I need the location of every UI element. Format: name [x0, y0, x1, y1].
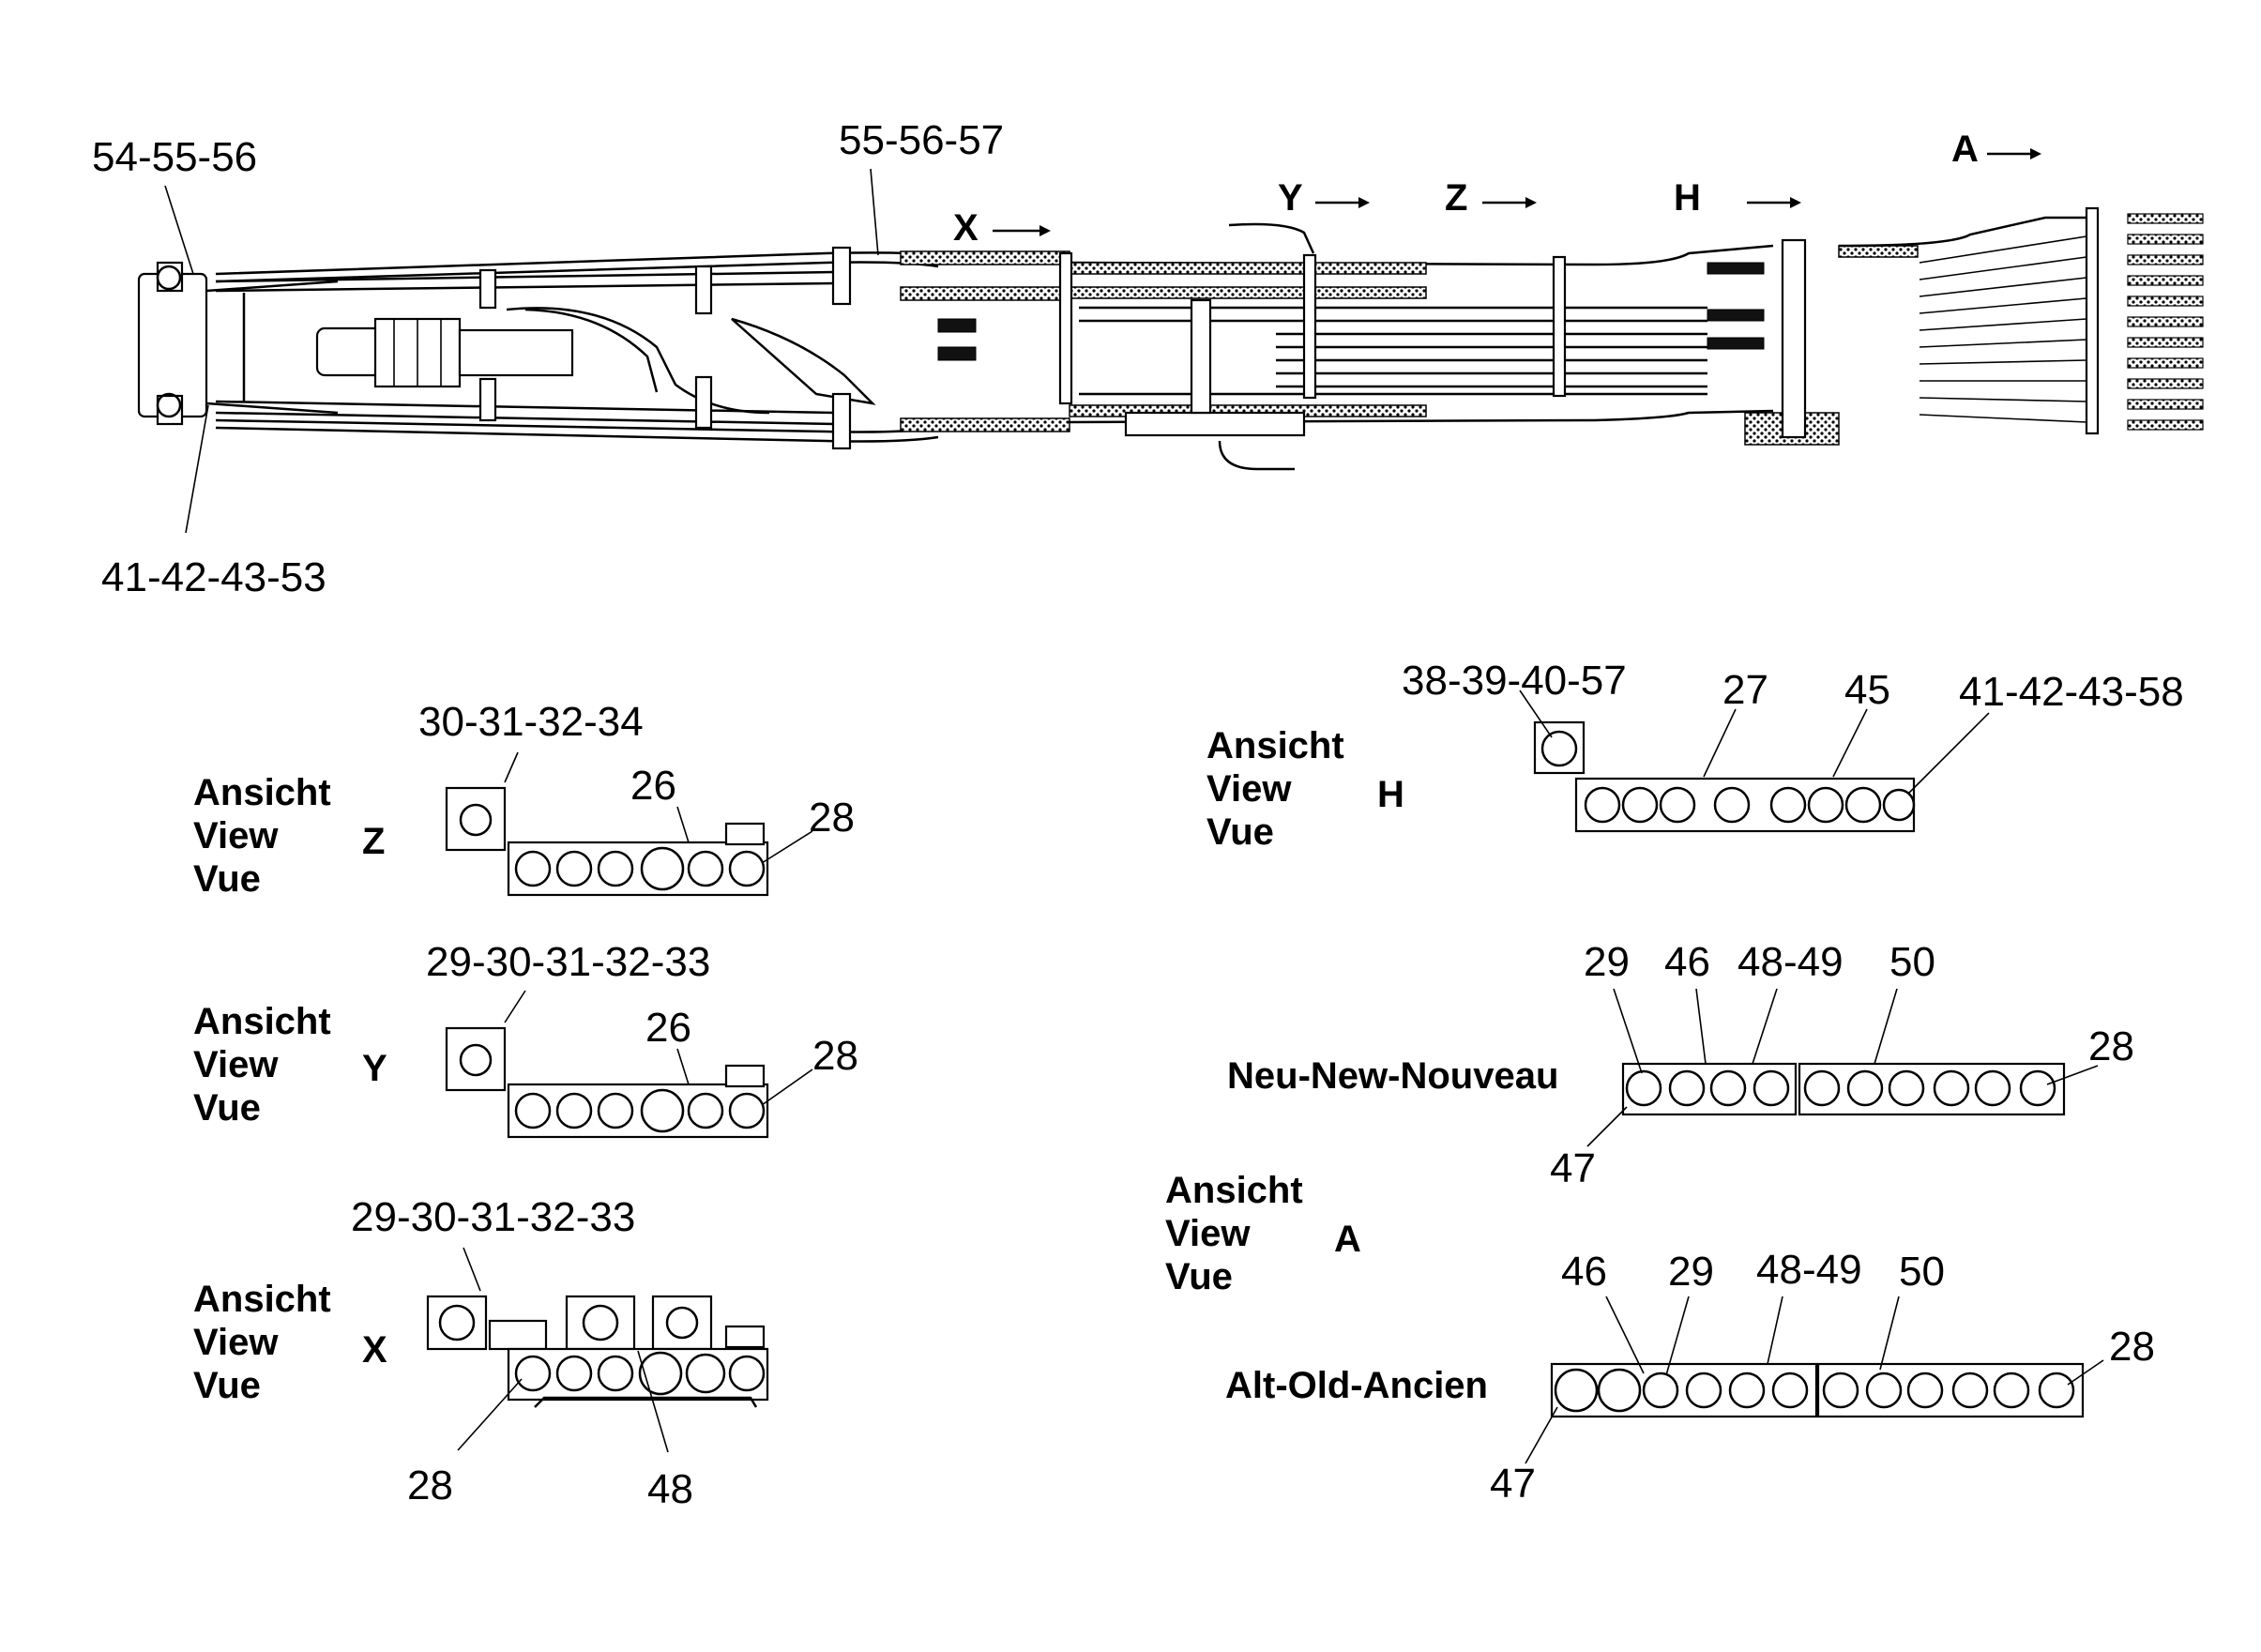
hose-clamps	[478, 238, 1807, 450]
section-marker-z: Z	[1445, 177, 1467, 219]
hydraulic-cylinder	[315, 317, 574, 388]
view-x-heading-line-2: View	[193, 1322, 279, 1363]
view-a-old-callout-47: 47	[1490, 1461, 1536, 1507]
outlet-manifold	[1838, 206, 2204, 435]
view-y-callout-26: 26	[645, 1005, 691, 1051]
view-y-heading-line-2: View	[193, 1044, 279, 1085]
view-y-section: Ansicht View Vue Y 29-30-31-32-33 26 28	[193, 939, 858, 1139]
section-marker-h: H	[1674, 177, 1701, 219]
clamp-rail-old	[1525, 1296, 2104, 1464]
section-arrows	[993, 148, 2041, 236]
view-x-callout-48: 48	[647, 1466, 693, 1512]
view-x-callout-28: 28	[407, 1463, 453, 1508]
pivot-end	[137, 261, 339, 426]
view-z-callout-top: 30-31-32-34	[418, 699, 644, 745]
view-a-old-callout-50: 50	[1899, 1249, 1945, 1295]
view-h-callout-left: 38-39-40-57	[1402, 658, 1627, 704]
clamp-block-h	[1519, 690, 1990, 833]
view-x-heading-line-3: Vue	[193, 1365, 261, 1406]
view-z-callout-26: 26	[630, 763, 676, 809]
view-a-new-callout-29: 29	[1584, 939, 1630, 985]
view-a-heading-line-3: Vue	[1165, 1256, 1233, 1297]
view-z-heading-line-3: Vue	[193, 858, 261, 900]
clamp-block-x	[426, 1247, 769, 1453]
view-x-letter: X	[362, 1329, 387, 1371]
view-h-letter: H	[1377, 774, 1404, 815]
view-y-callout-28: 28	[812, 1033, 858, 1079]
view-h-callout-45: 45	[1844, 667, 1890, 713]
view-z-callout-28: 28	[809, 795, 855, 841]
view-y-heading-line-3: Vue	[193, 1087, 261, 1129]
main-assembly-view: 54-55-56 41-42-43-53 55-56-57 X Y Z H A	[92, 117, 2204, 600]
boom-frame	[215, 270, 876, 426]
view-h-section: Ansicht View Vue H 38-39-40-57 27 45 41-…	[1206, 658, 2184, 853]
view-z-heading-line-1: Ansicht	[193, 772, 331, 813]
view-y-callout-top: 29-30-31-32-33	[426, 939, 710, 985]
hose-bundle	[215, 222, 1919, 471]
view-h-heading-line-1: Ansicht	[1206, 725, 1344, 766]
view-h-callout-right: 41-42-43-58	[1959, 669, 2184, 715]
callout-54-55-56: 54-55-56	[92, 134, 257, 180]
view-a-heading-line-2: View	[1165, 1213, 1251, 1254]
section-marker-y: Y	[1278, 177, 1303, 219]
view-h-callout-27: 27	[1722, 667, 1768, 713]
view-a-section: Ansicht View Vue A Neu-New-Nouveau 29	[1165, 939, 2155, 1507]
view-a-new-callout-28: 28	[2088, 1023, 2134, 1069]
clamp-block-z	[445, 751, 813, 897]
view-a-new-callout-48-49: 48-49	[1737, 939, 1844, 985]
view-z-heading-line-2: View	[193, 815, 279, 856]
view-a-old-callout-29: 29	[1668, 1249, 1714, 1295]
view-a-new-callout-46: 46	[1664, 939, 1710, 985]
view-a-old-callout-46: 46	[1561, 1249, 1607, 1295]
view-x-section: Ansicht View Vue X 29-30-31-32-33 28	[193, 1194, 769, 1512]
view-y-letter: Y	[362, 1048, 387, 1089]
clamp-block-y	[445, 990, 813, 1139]
view-z-letter: Z	[362, 821, 385, 862]
view-h-heading-line-3: Vue	[1206, 811, 1274, 853]
view-y-heading-line-1: Ansicht	[193, 1001, 331, 1042]
view-a-letter: A	[1334, 1219, 1361, 1260]
clamp-rail-new	[1586, 988, 2099, 1147]
callout-41-42-43-53: 41-42-43-53	[101, 554, 326, 600]
view-a-old-callout-28: 28	[2109, 1324, 2155, 1370]
view-z-section: Ansicht View Vue Z 30-31-32-34 26 28	[193, 699, 855, 900]
view-a-heading-line-1: Ansicht	[1165, 1170, 1303, 1211]
section-marker-x: X	[953, 207, 979, 249]
section-marker-a: A	[1951, 129, 1979, 170]
view-h-heading-line-2: View	[1206, 768, 1292, 810]
view-a-old-label: Alt-Old-Ancien	[1225, 1365, 1488, 1406]
view-a-new-label: Neu-New-Nouveau	[1227, 1055, 1558, 1097]
view-x-callout-top: 29-30-31-32-33	[351, 1194, 635, 1240]
view-x-heading-line-1: Ansicht	[193, 1279, 331, 1320]
view-a-old-callout-48-49: 48-49	[1756, 1247, 1862, 1293]
main-leader-lines	[164, 168, 879, 534]
view-a-new-callout-50: 50	[1889, 939, 1935, 985]
view-a-new-callout-47: 47	[1550, 1145, 1596, 1191]
callout-55-56-57: 55-56-57	[839, 117, 1004, 163]
